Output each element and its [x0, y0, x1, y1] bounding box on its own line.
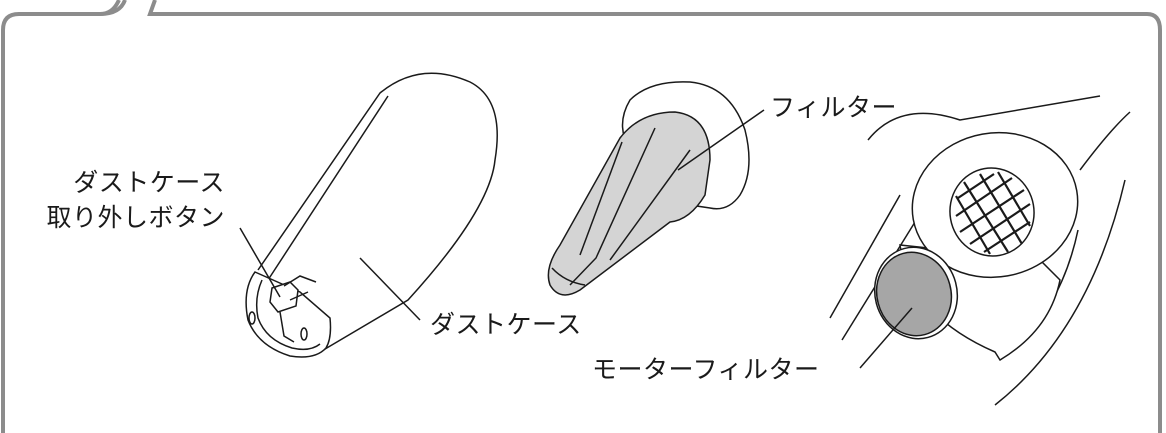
label-release-button-line2: 取り外しボタン: [46, 203, 225, 232]
label-motor-filter: モーターフィルター: [592, 355, 820, 384]
dust-case-illustration: [239, 72, 498, 358]
label-release-button-line1: ダストケース: [73, 168, 225, 197]
label-dust-case: ダストケース: [430, 310, 582, 339]
filter-illustration: [547, 81, 765, 296]
motor-filter-illustration: [829, 95, 1131, 406]
leader-dust-case: [359, 257, 421, 321]
filter-ridge-2: [569, 127, 656, 286]
leader-motor-filter: [859, 307, 913, 369]
body-tube-lower-1: [829, 194, 901, 319]
motor-grille: [955, 171, 1031, 255]
dust-case-end-cap: [245, 271, 332, 358]
dust-case-latch: [283, 275, 317, 301]
dust-case-notch: [279, 311, 295, 343]
dust-case-end-cap-rim: [255, 279, 321, 351]
filter-cone: [547, 111, 711, 296]
dust-case-hole-right: [300, 327, 308, 341]
label-filter: フィルター: [770, 93, 898, 122]
leader-release-button: [239, 227, 281, 298]
filter-ridge-1: [579, 141, 623, 256]
dust-case-body: [257, 72, 498, 353]
leader-filter: [677, 109, 765, 171]
body-tube-upper: [867, 95, 1131, 171]
dust-case-inner-edge: [267, 95, 389, 281]
dust-case-hole-left: [248, 311, 256, 325]
motor-filter-disc: [875, 251, 953, 337]
filter-ridge-3: [609, 149, 691, 261]
panel-tab: [99, 0, 127, 16]
filter-tip: [551, 267, 586, 286]
